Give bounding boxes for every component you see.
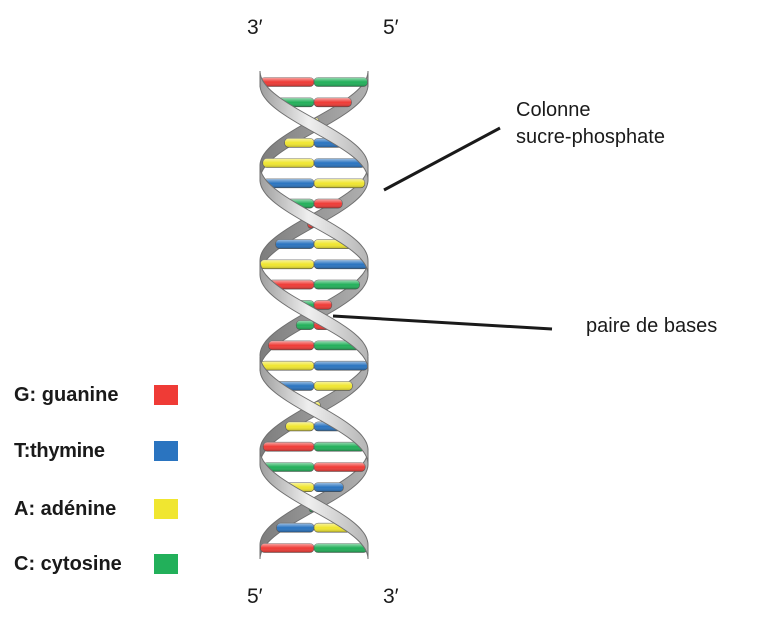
legend-item-adenine: A: adénine bbox=[14, 496, 178, 522]
guanine-swatch bbox=[154, 385, 178, 405]
base-rod-shading bbox=[263, 159, 314, 168]
base-rod-shading bbox=[260, 260, 314, 269]
bottom-right-strand-end: 3′ bbox=[383, 585, 399, 609]
base-rod-shading bbox=[314, 483, 343, 492]
base-rod-shading bbox=[314, 199, 342, 208]
thymine-swatch bbox=[154, 441, 178, 461]
legend-item-cytosine: C: cytosine bbox=[14, 551, 178, 577]
base-rod-shading bbox=[314, 280, 360, 289]
base-rod-shading bbox=[314, 381, 352, 390]
backbone-label-line1: Colonne bbox=[516, 98, 591, 122]
base-rod-shading bbox=[286, 422, 314, 431]
base-rod-shading bbox=[261, 78, 315, 87]
legend-label: C: cytosine bbox=[14, 553, 154, 576]
legend-label: A: adénine bbox=[14, 498, 154, 521]
bottom-left-strand-end: 5′ bbox=[247, 585, 263, 609]
base-rod-shading bbox=[276, 240, 314, 249]
base-rod-shading bbox=[263, 442, 314, 451]
base-rod-shading bbox=[260, 361, 314, 370]
base-rod-shading bbox=[314, 463, 365, 472]
base-rod-shading bbox=[314, 361, 368, 370]
base-pair-leader-line bbox=[333, 316, 552, 329]
base-rod-shading bbox=[268, 341, 314, 350]
base-rod-shading bbox=[314, 98, 352, 107]
legend-label: T:thymine bbox=[14, 440, 154, 463]
legend-item-guanine: G: guanine bbox=[14, 382, 178, 408]
backbone-label-line2: sucre-phosphate bbox=[516, 125, 665, 149]
cytosine-swatch bbox=[154, 554, 178, 574]
backbone-leader-line bbox=[384, 128, 500, 190]
adenine-swatch bbox=[154, 499, 178, 519]
base-rod-shading bbox=[314, 300, 332, 309]
top-right-strand-end: 5′ bbox=[383, 16, 399, 40]
base-rod-shading bbox=[296, 321, 314, 330]
base-rod-shading bbox=[314, 544, 368, 553]
legend-item-thymine: T:thymine bbox=[14, 438, 178, 464]
base-rod-shading bbox=[314, 179, 365, 188]
base-rod-shading bbox=[285, 138, 314, 147]
base-rod-shading bbox=[314, 260, 368, 269]
base-rod-shading bbox=[261, 544, 315, 553]
base-rod-shading bbox=[277, 523, 315, 532]
base-rod-shading bbox=[314, 78, 368, 87]
legend-label: G: guanine bbox=[14, 384, 154, 407]
base-pair-label: paire de bases bbox=[586, 314, 717, 338]
top-left-strand-end: 3′ bbox=[247, 16, 263, 40]
